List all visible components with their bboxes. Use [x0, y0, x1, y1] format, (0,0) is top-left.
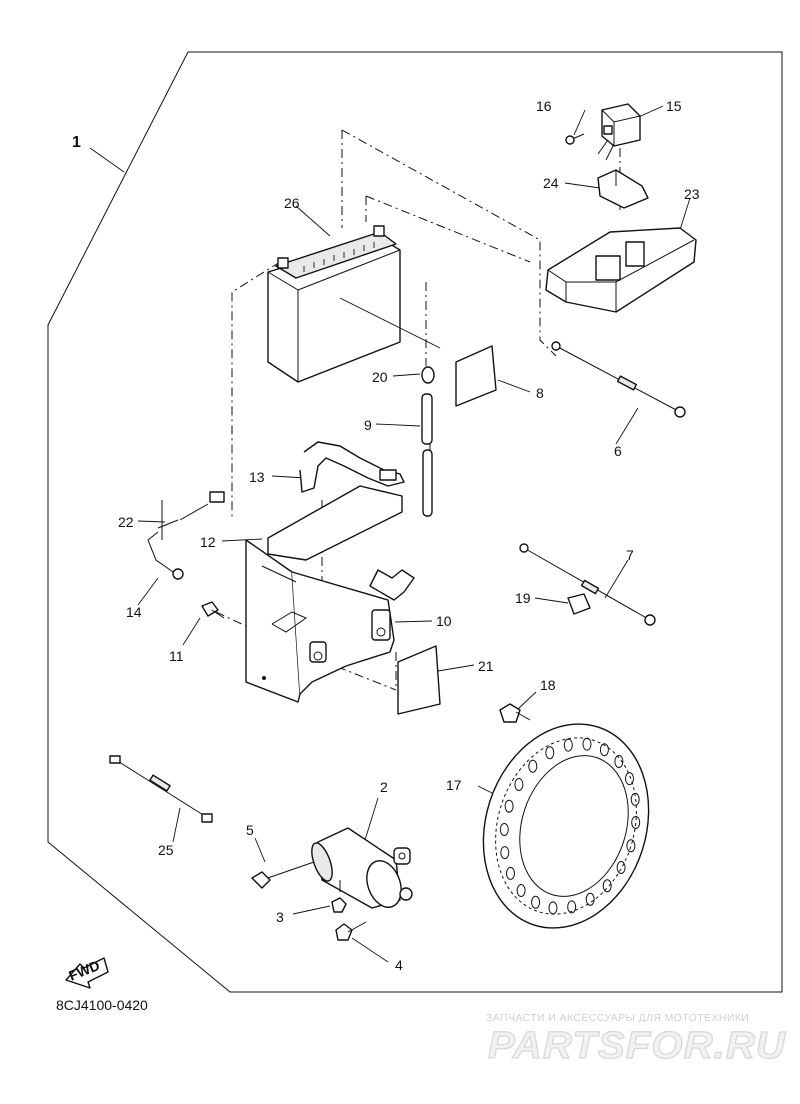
callout-10: 10 [436, 613, 452, 629]
callout-19: 19 [515, 590, 531, 606]
callout-7: 7 [626, 547, 634, 563]
battery-band-part-13 [299, 441, 405, 493]
callout-12: 12 [200, 534, 216, 550]
bolt-part-11 [201, 601, 225, 619]
rotor-hole [514, 778, 524, 791]
battery-part-26 [267, 225, 441, 383]
lead-part-14 [147, 491, 225, 580]
callout-13: 13 [249, 469, 265, 485]
rotor-hole [499, 823, 509, 836]
callout-23: 23 [684, 186, 700, 202]
callout-4: 4 [395, 957, 403, 973]
rotor-hole [500, 846, 510, 860]
breather-part-20 [421, 366, 435, 384]
callout-8: 8 [536, 385, 544, 401]
bolt-part-16 [565, 133, 585, 145]
callout-26: 26 [284, 195, 300, 211]
battery-sheet-part-12 [267, 485, 403, 561]
assembly-frame [47, 51, 783, 993]
rotor-hole [614, 755, 624, 768]
rotor-hole [528, 759, 538, 773]
battery-case-part-10 [245, 539, 415, 703]
callout-17: 17 [446, 777, 462, 793]
callout-labels: 1 2 3 4 5 6 7 8 9 10 11 12 13 14 15 16 1… [72, 98, 700, 973]
callout-9: 9 [364, 417, 372, 433]
breather-hose-part-9 [421, 393, 433, 517]
rotor-holes [499, 737, 641, 915]
rotor-hole [631, 816, 641, 829]
rotor-hole [516, 884, 526, 897]
drawing-code: 8CJ4100-0420 [56, 997, 148, 1013]
starter-motor-part-2 [311, 827, 413, 909]
callout-5: 5 [246, 822, 254, 838]
rotor-hole [506, 866, 515, 880]
rotor-hole [531, 895, 541, 909]
callout-3: 3 [276, 909, 284, 925]
rotor-hole [616, 861, 626, 874]
bolt-part-18 [499, 703, 531, 723]
lead-part-25 [109, 755, 213, 823]
callout-16: 16 [536, 98, 552, 114]
callout-11: 11 [169, 648, 184, 664]
rotor-hole [625, 772, 634, 786]
rotor-hole [504, 799, 514, 813]
fwd-arrow-icon: FWD [65, 957, 109, 989]
rotor-hole [626, 839, 636, 853]
rotor-hole [567, 900, 577, 914]
nut-part-3 [331, 897, 347, 913]
callout-21: 21 [478, 658, 494, 674]
rotor-hole [582, 737, 592, 751]
rotor-hole [630, 792, 640, 806]
starter-relay-part-15 [597, 103, 641, 161]
relay-bracket-part-24 [597, 169, 649, 209]
rotor-hole [545, 746, 555, 760]
sheet-part-21 [397, 645, 441, 715]
bolt-part-4 [335, 921, 367, 941]
bolt-part-5 [251, 861, 315, 889]
rotor-hole [548, 901, 558, 915]
clamp-part-22 [157, 500, 179, 540]
lead-part-7 [519, 543, 656, 626]
callout-20: 20 [372, 369, 388, 385]
watermark-brand: PARTSFOR.RU [488, 1025, 787, 1067]
callout-14: 14 [126, 604, 142, 620]
callout-18: 18 [540, 677, 556, 693]
battery-lead-part-6 [551, 341, 686, 418]
sensor-rotor-part-17 [482, 723, 650, 929]
callout-2: 2 [380, 779, 388, 795]
callout-22: 22 [118, 514, 134, 530]
callout-6: 6 [614, 443, 622, 459]
callout-24: 24 [543, 175, 559, 191]
callout-25: 25 [158, 842, 174, 858]
rotor-hole [563, 738, 573, 752]
rotor-hole [585, 892, 595, 906]
rotor-hole [599, 743, 609, 757]
watermark-subtitle: ЗАПЧАСТИ И АКСЕССУАРЫ ДЛЯ МОТОТЕХНИКИ [486, 1012, 749, 1024]
callout-15: 15 [666, 98, 682, 114]
leader-lines [89, 105, 691, 963]
holder-part-19 [567, 593, 591, 615]
battery-pad-part-8 [455, 345, 497, 407]
rotor-hole [602, 879, 612, 893]
watermark: ЗАПЧАСТИ И АКСЕССУАРЫ ДЛЯ МОТОТЕХНИКИ PA… [486, 1012, 787, 1068]
callout-1: 1 [72, 134, 81, 151]
battery-cover-part-23 [545, 227, 697, 313]
